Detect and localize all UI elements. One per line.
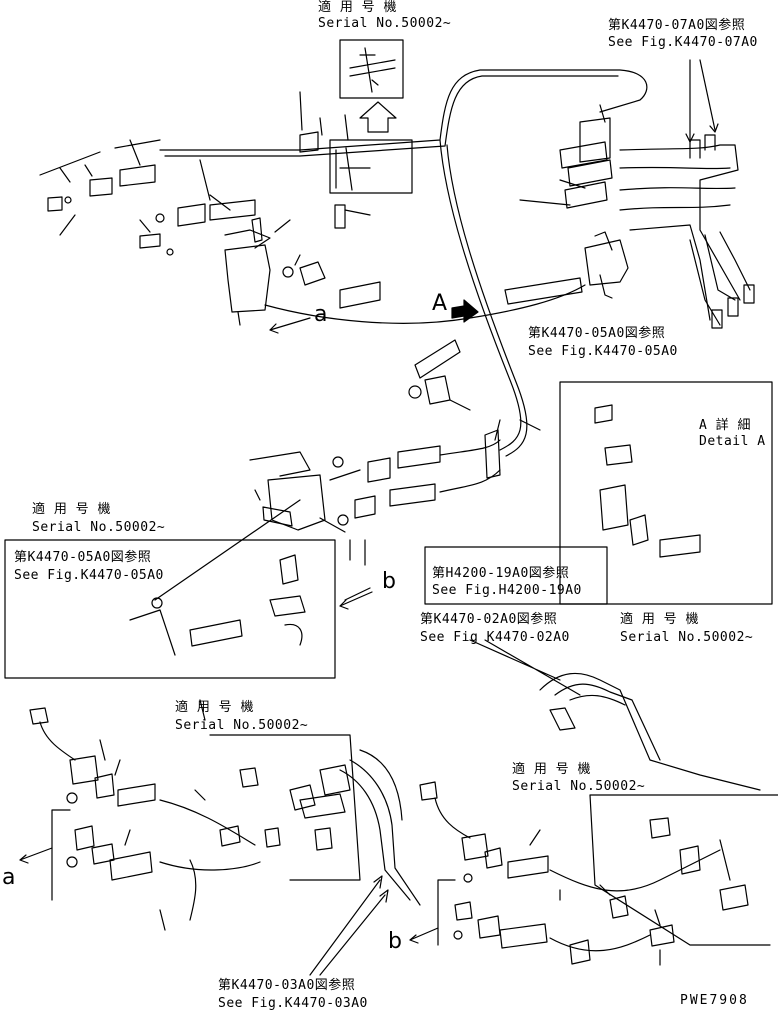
serial-right-mid-en: Serial No.50002~ bbox=[620, 630, 754, 645]
serial-bottom-right-jp: 適 用 号 機 bbox=[512, 762, 591, 777]
detail-a-box bbox=[559, 381, 773, 605]
drawing-number: PWE7908 bbox=[680, 993, 749, 1008]
serial-inset-bottom-mid bbox=[209, 734, 361, 881]
ref-0500-right-en: See Fig.K4470-05A0 bbox=[528, 344, 678, 359]
ref-0300-jp: 第K4470-03A0図参照 bbox=[218, 978, 356, 993]
detail-a-jp: A 詳 細 bbox=[699, 418, 751, 433]
view-label-b-bottom: b bbox=[388, 929, 403, 954]
view-label-b-mid: b bbox=[382, 569, 397, 594]
view-label-a-bottom: a bbox=[2, 865, 16, 890]
valve-lower bbox=[267, 474, 326, 531]
clamp-detail-box bbox=[329, 139, 413, 194]
ref-0700-en: See Fig.K4470-07A0 bbox=[608, 35, 758, 50]
view-label-a-top: a bbox=[314, 302, 328, 327]
view-arrow-A bbox=[451, 299, 479, 323]
ref-0500-right-jp: 第K4470-05A0図参照 bbox=[528, 326, 666, 341]
serial-inset-bottom-right bbox=[589, 794, 778, 946]
valve-upper bbox=[224, 244, 271, 313]
valve-right bbox=[584, 239, 629, 286]
serial-bottom-mid-jp: 適 用 号 機 bbox=[175, 700, 254, 715]
ref-0200-en: See Fig K4470-02A0 bbox=[420, 630, 570, 645]
ref-h4200-en: See Fig.H4200-19A0 bbox=[432, 583, 582, 598]
detail-a-en: Detail A bbox=[699, 434, 766, 449]
serial-bottom-mid-en: Serial No.50002~ bbox=[175, 718, 309, 733]
main-tube-loop bbox=[159, 69, 648, 151]
serial-inset-left bbox=[4, 539, 336, 679]
inset-arrow-up bbox=[359, 101, 397, 133]
ref-0200-jp: 第K4470-02A0図参照 bbox=[420, 612, 558, 627]
ref-0500-left-en: See Fig.K4470-05A0 bbox=[14, 568, 164, 583]
serial-top-en: Serial No.50002~ bbox=[318, 16, 452, 31]
serial-right-mid-jp: 適 用 号 機 bbox=[620, 612, 699, 627]
view-label-A: A bbox=[432, 291, 448, 316]
a-bracket-bottom bbox=[51, 809, 71, 901]
serial-top-jp: 適 用 号 機 bbox=[318, 0, 397, 15]
serial-left-en: Serial No.50002~ bbox=[32, 520, 166, 535]
ref-h4200-jp: 第H4200-19A0図参照 bbox=[432, 566, 570, 581]
serial-bottom-right-en: Serial No.50002~ bbox=[512, 779, 646, 794]
ref-0700-jp: 第K4470-07A0図参照 bbox=[608, 18, 746, 33]
ref-h4200-box bbox=[424, 546, 608, 605]
ref-0300-en: See Fig.K4470-03A0 bbox=[218, 996, 368, 1011]
serial-left-jp: 適 用 号 機 bbox=[32, 502, 111, 517]
ref-0500-left-jp: 第K4470-05A0図参照 bbox=[14, 550, 152, 565]
